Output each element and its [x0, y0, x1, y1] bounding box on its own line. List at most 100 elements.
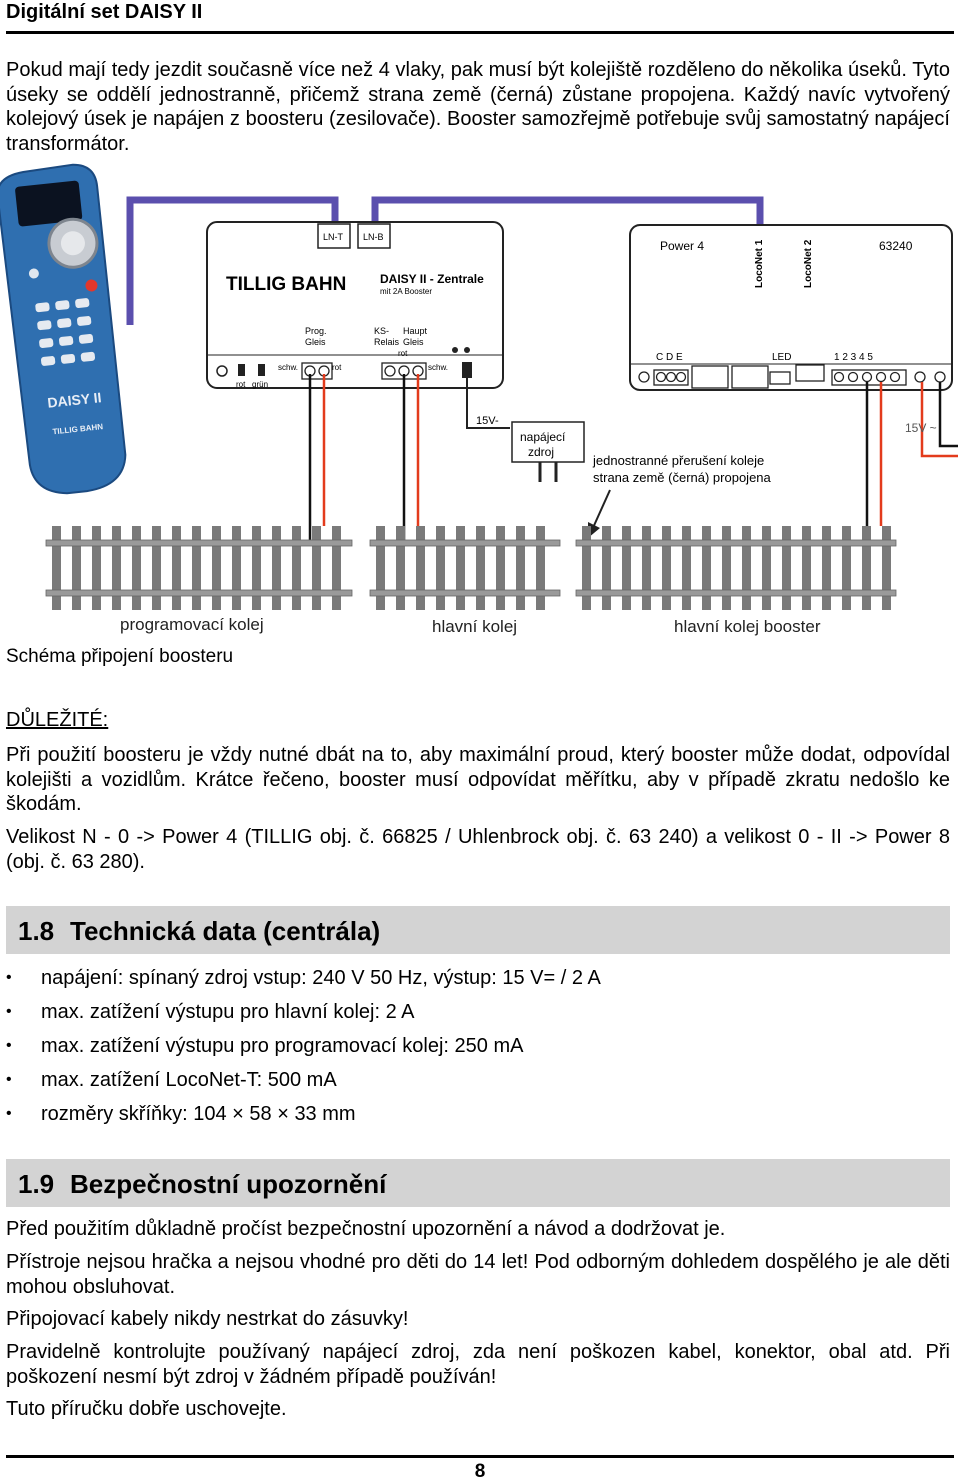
list-item: • max. zatížení výstupu pro programovací … — [6, 1032, 950, 1066]
section-safety: 1.9 Bezpečnostní upozornění — [6, 1159, 950, 1207]
track-sleeper — [476, 526, 485, 610]
label-outputs: 1 2 3 4 5 — [834, 352, 873, 363]
port-ln-t — [317, 223, 351, 249]
section-number: 1.8 — [18, 916, 55, 946]
track-rail — [45, 589, 353, 597]
label-led: LED — [772, 352, 791, 363]
track-sleeper — [436, 526, 445, 610]
tillig-logo: TILLIG BAHN — [226, 274, 346, 295]
track-sleeper — [822, 526, 831, 610]
label-booster-track: hlavní kolej booster — [674, 617, 821, 636]
track-sleeper — [582, 526, 591, 610]
section-number: 1.9 — [18, 1169, 55, 1199]
safety-paragraph: Připojovací kabely nikdy nestrkat do zás… — [6, 1308, 409, 1330]
list-item: • rozměry skříňky: 104 × 58 × 33 mm — [6, 1100, 950, 1134]
handset-brand: DAISY II — [47, 389, 103, 411]
booster-voltage: 15V ~ — [905, 421, 937, 435]
loconet1-label: LocoNet 1 — [754, 239, 765, 288]
track-rail — [45, 539, 353, 547]
bullet-icon: • — [6, 1003, 12, 1020]
booster-name: Power 4 — [660, 239, 704, 253]
label-relais: Relais — [374, 337, 400, 347]
track-segment — [369, 526, 561, 610]
daisy-central-unit: LN-T LN-B TILLIG BAHN DAISY II - Zentral… — [206, 221, 504, 389]
label-led-rot: rot — [236, 380, 246, 389]
track-sleeper — [172, 526, 181, 610]
safety-paragraph: Před použitím důkladně pročíst bezpečnos… — [6, 1218, 726, 1240]
footer-rule — [6, 1455, 954, 1458]
track-sleeper — [292, 526, 301, 610]
important-paragraph: Při použití boosteru je vždy nutné dbát … — [6, 744, 950, 815]
intro-paragraph: Pokud mají tedy jezdit současně více než… — [6, 59, 950, 155]
handset-keypad — [35, 298, 96, 366]
track-segment — [575, 526, 897, 610]
track-sleeper — [622, 526, 631, 610]
track-sleeper — [72, 526, 81, 610]
track-sleeper — [376, 526, 385, 610]
safety-paragraph: Tuto příručku dobře uschovejte. — [6, 1398, 287, 1420]
page-number: 8 — [474, 1461, 486, 1482]
track-sleeper — [92, 526, 101, 610]
track-segment — [45, 526, 353, 610]
track-sleeper — [332, 526, 341, 610]
power4-booster: Power 4 LocoNet 1 LocoNet 2 63240 C D E … — [629, 224, 953, 391]
bullet-icon: • — [6, 1071, 12, 1088]
track-sleeper — [762, 526, 771, 610]
list-item-text: napájení: spínaný zdroj vstup: 240 V 50 … — [41, 967, 601, 989]
power-supply: napájecí zdroj — [511, 421, 585, 482]
track-sleeper — [416, 526, 425, 610]
track-sleeper — [112, 526, 121, 610]
diagram-caption: Schéma připojení boosteru — [6, 646, 234, 667]
track-sleeper — [742, 526, 751, 610]
label-rot-top: rot — [398, 349, 408, 358]
label-prog-gleis: Gleis — [305, 337, 326, 347]
note-line2: strana země (černá) propojena — [593, 470, 772, 485]
booster-code: 63240 — [879, 239, 913, 253]
psu-label-line2: zdroj — [528, 445, 554, 459]
label-programming-track: programovací kolej — [120, 615, 264, 634]
safety-paragraph: Pravidelně kontrolujte používaný napájec… — [6, 1341, 950, 1388]
loconet2-label: LocoNet 2 — [803, 239, 814, 288]
important-heading: DŮLEŽITÉ: — [6, 709, 109, 731]
bullet-icon: • — [6, 969, 12, 986]
port-ln-t-label: LN-T — [323, 232, 344, 242]
list-item-text: max. zatížení LocoNet-T: 500 mA — [41, 1069, 337, 1091]
track-sleeper — [396, 526, 405, 610]
port-ln-b — [357, 223, 391, 249]
list-item-text: rozměry skříňky: 104 × 58 × 33 mm — [41, 1103, 356, 1125]
track-sleeper — [252, 526, 261, 610]
track-sleeper — [662, 526, 671, 610]
track-sleeper — [536, 526, 545, 610]
stop-button — [85, 279, 98, 292]
label-ks: KS- — [374, 326, 389, 336]
booster-ac-wire-black — [938, 382, 958, 448]
track-sleeper — [52, 526, 61, 610]
label-schw2: schw. — [428, 363, 448, 372]
psu-voltage: 15V- — [476, 415, 499, 427]
booster-sizes-paragraph: Velikost N - 0 -> Power 4 (TILLIG obj. č… — [6, 826, 950, 873]
list-item-text: max. zatížení výstupu pro programovací k… — [41, 1035, 524, 1057]
section-title: Bezpečnostní upozornění — [70, 1169, 387, 1199]
handset-display — [15, 180, 83, 227]
track-rail — [369, 539, 561, 547]
track-feeder-wires — [308, 374, 883, 544]
label-cde: C D E — [656, 352, 683, 363]
track-rail — [369, 589, 561, 597]
technical-data-list: • napájení: spínaný zdroj vstup: 240 V 50… — [6, 964, 950, 1134]
track-sleeper — [212, 526, 221, 610]
port-ln-b-label: LN-B — [363, 232, 384, 242]
label-schw: schw. — [278, 363, 298, 372]
list-item: • napájení: spínaný zdroj vstup: 240 V 50… — [6, 964, 950, 998]
bullet-icon: • — [6, 1105, 12, 1122]
daisy-handset: DAISY II TILLIG BAHN — [0, 163, 127, 495]
psu-label-line1: napájecí — [520, 430, 566, 444]
label-haupt-gleis: Gleis — [403, 337, 424, 347]
central-subtitle: mit 2A Booster — [380, 287, 432, 296]
central-name: DAISY II - Zentrale — [380, 272, 484, 286]
track-sleeper — [232, 526, 241, 610]
track-sleeper — [842, 526, 851, 610]
bullet-icon: • — [6, 1037, 12, 1054]
booster-wiring-diagram: DAISY II TILLIG BAHN LN-T LN-B TILLIG BA… — [0, 163, 958, 636]
track-sleeper — [152, 526, 161, 610]
label-rot: rot — [332, 363, 342, 372]
